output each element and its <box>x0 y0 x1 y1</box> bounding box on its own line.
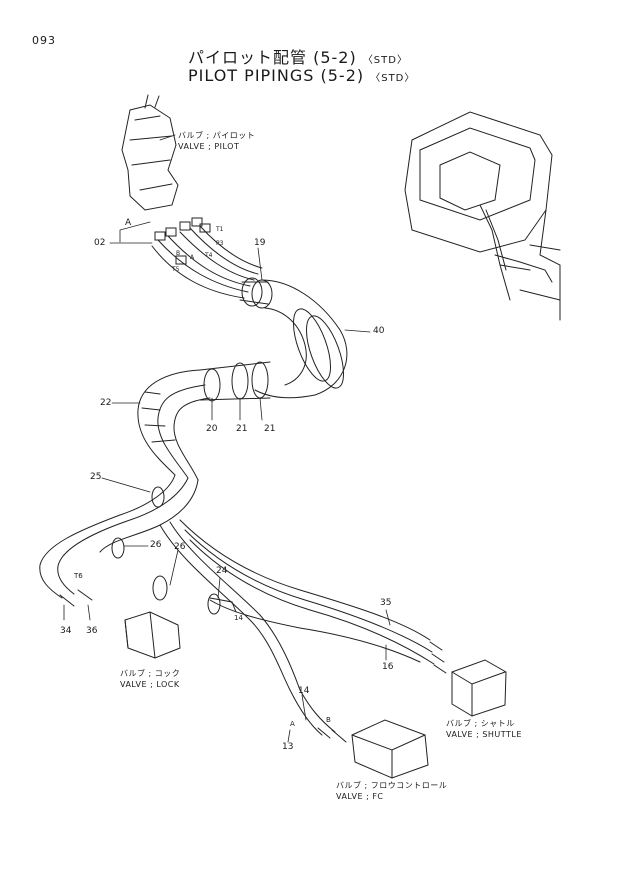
std-tag-en: 〈STD〉 <box>370 73 416 84</box>
hose-runs <box>39 474 435 736</box>
title-japanese: パイロット配管 (5-2) 〈STD〉 <box>188 44 408 68</box>
lock-valve-label: バルブ ; コック VALVE ; LOCK <box>120 668 180 690</box>
callout-19: 19 <box>254 238 266 248</box>
title-english: PILOT PIPINGS (5-2) 〈STD〉 <box>188 66 415 85</box>
callout-35: 35 <box>380 598 392 608</box>
port-a: A <box>190 254 195 261</box>
callout-20: 20 <box>206 424 218 434</box>
hose-clamps <box>111 486 237 615</box>
callout-14: 14 <box>298 686 310 696</box>
callout-40: 40 <box>373 326 385 336</box>
cab-sketch <box>404 111 561 321</box>
callout-21-b: 21 <box>264 424 276 434</box>
lock-valve-label-jp: バルブ ; コック <box>120 669 181 678</box>
callout-a-top: A <box>125 218 132 228</box>
port-p3: P3 <box>216 240 224 247</box>
callout-26-b: 26 <box>174 542 186 552</box>
callout-b-fc: B <box>326 716 331 724</box>
clamp-sleeves <box>199 361 271 402</box>
callout-21-a: 21 <box>236 424 248 434</box>
lock-valve-label-en: VALVE ; LOCK <box>120 680 180 689</box>
leader-lines <box>63 134 391 743</box>
pilot-valve-drawing <box>121 94 179 211</box>
port-b: B <box>176 250 181 257</box>
fc-valve-label-en: VALVE ; FC <box>336 792 384 801</box>
callout-a-fc: A <box>290 720 295 728</box>
hose-bend <box>137 369 211 481</box>
callout-14-small: 14 <box>234 614 243 622</box>
page-number: 093 <box>32 34 56 47</box>
callout-34: 34 <box>60 626 72 636</box>
callout-26-a: 26 <box>150 540 162 550</box>
callout-16: 16 <box>382 662 394 672</box>
hose-protector <box>239 277 348 399</box>
port-t1: T1 <box>216 226 224 233</box>
shuttle-valve-label-jp: バルブ ; シャトル <box>446 719 515 728</box>
std-tag-jp: 〈STD〉 <box>362 55 408 66</box>
pilot-valve-label-en: VALVE ; PILOT <box>178 142 240 151</box>
fc-valve-label: バルブ ; フロウコントロール VALVE ; FC <box>336 780 447 802</box>
callout-24: 24 <box>216 566 228 576</box>
callout-36: 36 <box>86 626 98 636</box>
shuttle-valve-label-en: VALVE ; SHUTTLE <box>446 730 522 739</box>
shuttle-valve-drawing <box>429 641 507 717</box>
port-t5: T5 <box>172 266 180 273</box>
pilot-valve-label-jp: バルブ ; パイロット <box>178 131 256 140</box>
pilot-hose-bundle <box>151 225 263 299</box>
shuttle-valve-label: バルブ ; シャトル VALVE ; SHUTTLE <box>446 718 522 740</box>
callout-25: 25 <box>90 472 102 482</box>
fc-valve-drawing <box>317 719 429 779</box>
callout-13: 13 <box>282 742 294 752</box>
callout-t6: T6 <box>74 572 83 580</box>
title-jp-text: パイロット配管 (5-2) <box>188 48 357 67</box>
port-t4: T4 <box>205 252 213 259</box>
callout-02: 02 <box>94 238 106 248</box>
title-en-text: PILOT PIPINGS (5-2) <box>188 66 365 85</box>
fc-valve-label-jp: バルブ ; フロウコントロール <box>336 781 448 790</box>
lock-valve-drawing <box>59 589 181 659</box>
pilot-valve-label: バルブ ; パイロット VALVE ; PILOT <box>178 130 255 152</box>
callout-22: 22 <box>100 398 112 408</box>
valve-fittings <box>154 217 211 265</box>
